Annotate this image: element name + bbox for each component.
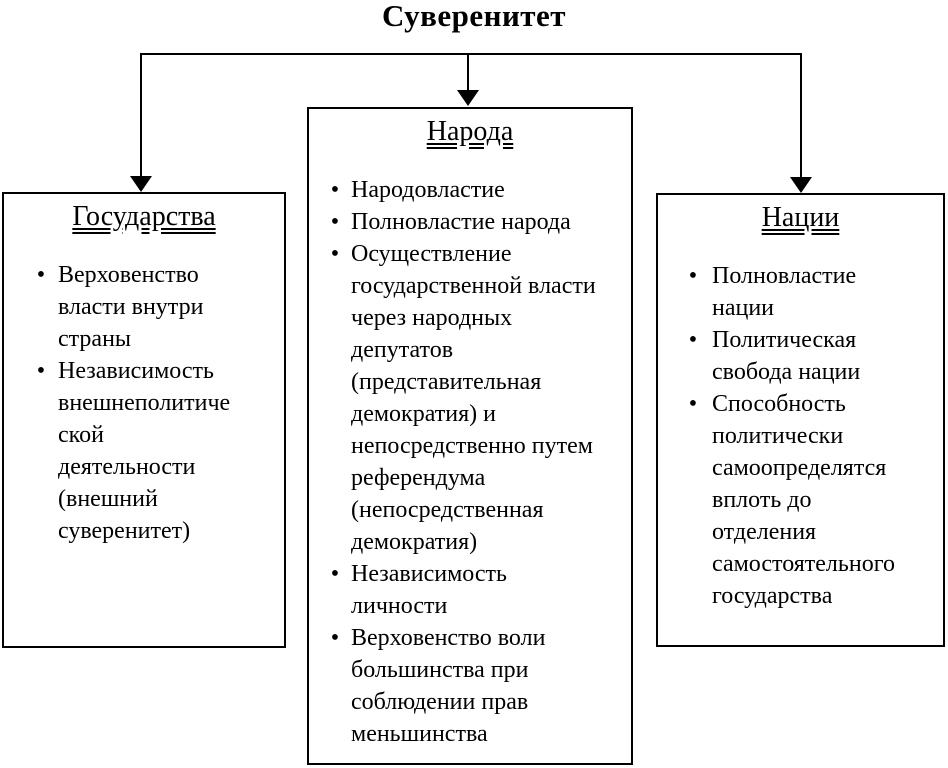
box-state-title: Государства (72, 201, 216, 232)
box-nation: Нации • Полновластие нации • Политическа… (656, 193, 945, 647)
box-people-title: Народа (426, 116, 514, 147)
arrow-down-icon (457, 90, 479, 106)
list-item: • Способность политически самоопределятс… (658, 388, 943, 612)
list-item-text: Осуществление государственной власти чер… (351, 241, 596, 555)
arrow-left-shaft (140, 53, 142, 177)
list-item-text: Независимость личности (351, 561, 507, 619)
connector-horizontal-line (140, 53, 802, 55)
bullet-icon: • (330, 625, 340, 651)
box-state: Государства • Верховенство власти внутри… (2, 192, 286, 648)
bullet-icon: • (330, 177, 340, 203)
bullet-icon: • (688, 263, 698, 289)
list-item: • Полновластие народа (309, 206, 631, 238)
list-item-text: Народовластие (351, 177, 505, 203)
bullet-icon: • (330, 561, 340, 587)
list-item: • Независимость внешнеполитиче ской деят… (4, 355, 284, 547)
list-item: • Осуществление государственной власти ч… (309, 238, 631, 558)
bullet-icon: • (36, 262, 46, 288)
diagram-title: Суверенитет (381, 0, 567, 33)
bullet-icon: • (36, 358, 46, 384)
arrow-right-shaft (800, 53, 802, 177)
arrow-down-icon (130, 176, 152, 192)
bullet-icon: • (330, 241, 340, 267)
list-item: • Политическая свобода нации (658, 324, 943, 388)
list-item: • Независимость личности (309, 558, 631, 622)
box-nation-list: • Полновластие нации • Политическая своб… (658, 260, 943, 612)
bullet-icon: • (330, 209, 340, 235)
bullet-icon: • (688, 327, 698, 353)
box-state-list: • Верховенство власти внутри страны • Не… (4, 259, 284, 547)
list-item-text: Политическая свобода нации (712, 327, 861, 385)
box-people-list: • Народовластие • Полновластие народа • … (309, 174, 631, 750)
list-item: • Верховенство воли большинства при собл… (309, 622, 631, 750)
arrow-middle-shaft (467, 53, 469, 91)
list-item: • Верховенство власти внутри страны (4, 259, 284, 355)
list-item-text: Верховенство власти внутри страны (58, 262, 204, 352)
arrow-down-icon (790, 177, 812, 193)
list-item: • Народовластие (309, 174, 631, 206)
list-item-text: Полновластие нации (712, 263, 857, 321)
bullet-icon: • (688, 391, 698, 417)
list-item-text: Способность политически самоопределятся … (712, 391, 895, 609)
list-item-text: Полновластие народа (351, 209, 571, 235)
box-nation-title: Нации (761, 202, 840, 233)
list-item-text: Верховенство воли большинства при соблюд… (351, 625, 546, 747)
list-item-text: Независимость внешнеполитиче ской деятел… (58, 358, 231, 544)
box-people: Народа • Народовластие • Полновластие на… (307, 107, 633, 765)
list-item: • Полновластие нации (658, 260, 943, 324)
